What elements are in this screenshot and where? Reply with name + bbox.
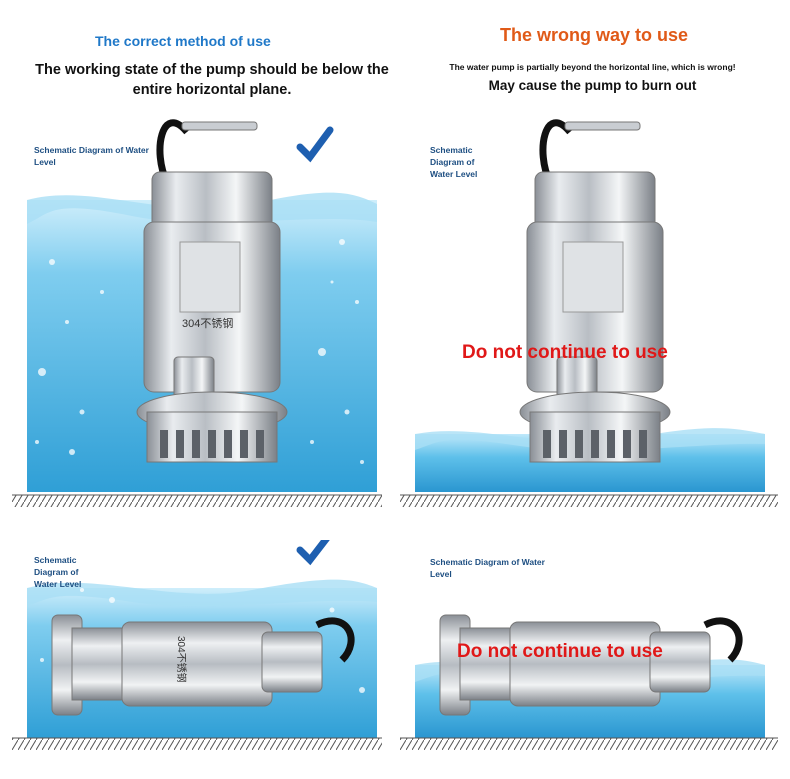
- do-not-use-warning: Do not continue to use: [457, 641, 663, 662]
- wrong-way-description: The water pump is partially beyond the h…: [449, 62, 736, 72]
- pump-horizontal: 304不锈钢: [51, 614, 355, 716]
- correct-vertical-panel: 304不锈钢 Schematic Diagram of Water Level: [12, 112, 382, 508]
- water-level-label: Schematic Diagram of Water Level: [430, 557, 545, 579]
- pump-marking: 304不锈钢: [175, 636, 188, 683]
- pump-marking: 304不锈钢: [182, 317, 233, 330]
- water-level-label: Schematic Diagram of Water Level: [34, 145, 149, 167]
- ground-hatch: [12, 738, 382, 750]
- correct-horizontal-panel: 304不锈钢 Schematic Diagram of Water Level: [12, 540, 382, 750]
- burn-out-warning: May cause the pump to burn out: [488, 78, 697, 93]
- ground-hatch: [12, 495, 382, 507]
- check-mark-icon: [296, 540, 330, 566]
- wrong-vertical-panel: Schematic Diagram of Water Level Do not …: [400, 112, 778, 508]
- water-level-label: Schematic Diagram of Water Level: [430, 145, 478, 179]
- correct-method-description: The working state of the pump should be …: [35, 62, 389, 98]
- do-not-use-warning: Do not continue to use: [462, 342, 668, 363]
- pump-horizontal: [439, 614, 743, 716]
- ground-hatch: [400, 738, 778, 750]
- correct-method-title: The correct method of use: [95, 33, 271, 49]
- ground-hatch: [400, 495, 778, 507]
- pump-vertical: [519, 119, 671, 463]
- bubbles: [40, 578, 365, 693]
- water-level-label: Schematic Diagram of Water Level: [34, 555, 82, 589]
- wrong-horizontal-panel: Schematic Diagram of Water Level Do not …: [400, 540, 778, 750]
- pump-vertical: 304不锈钢: [136, 119, 288, 463]
- bubbles: [35, 239, 364, 464]
- check-mark-icon: [296, 126, 334, 163]
- wrong-way-title: The wrong way to use: [500, 25, 689, 45]
